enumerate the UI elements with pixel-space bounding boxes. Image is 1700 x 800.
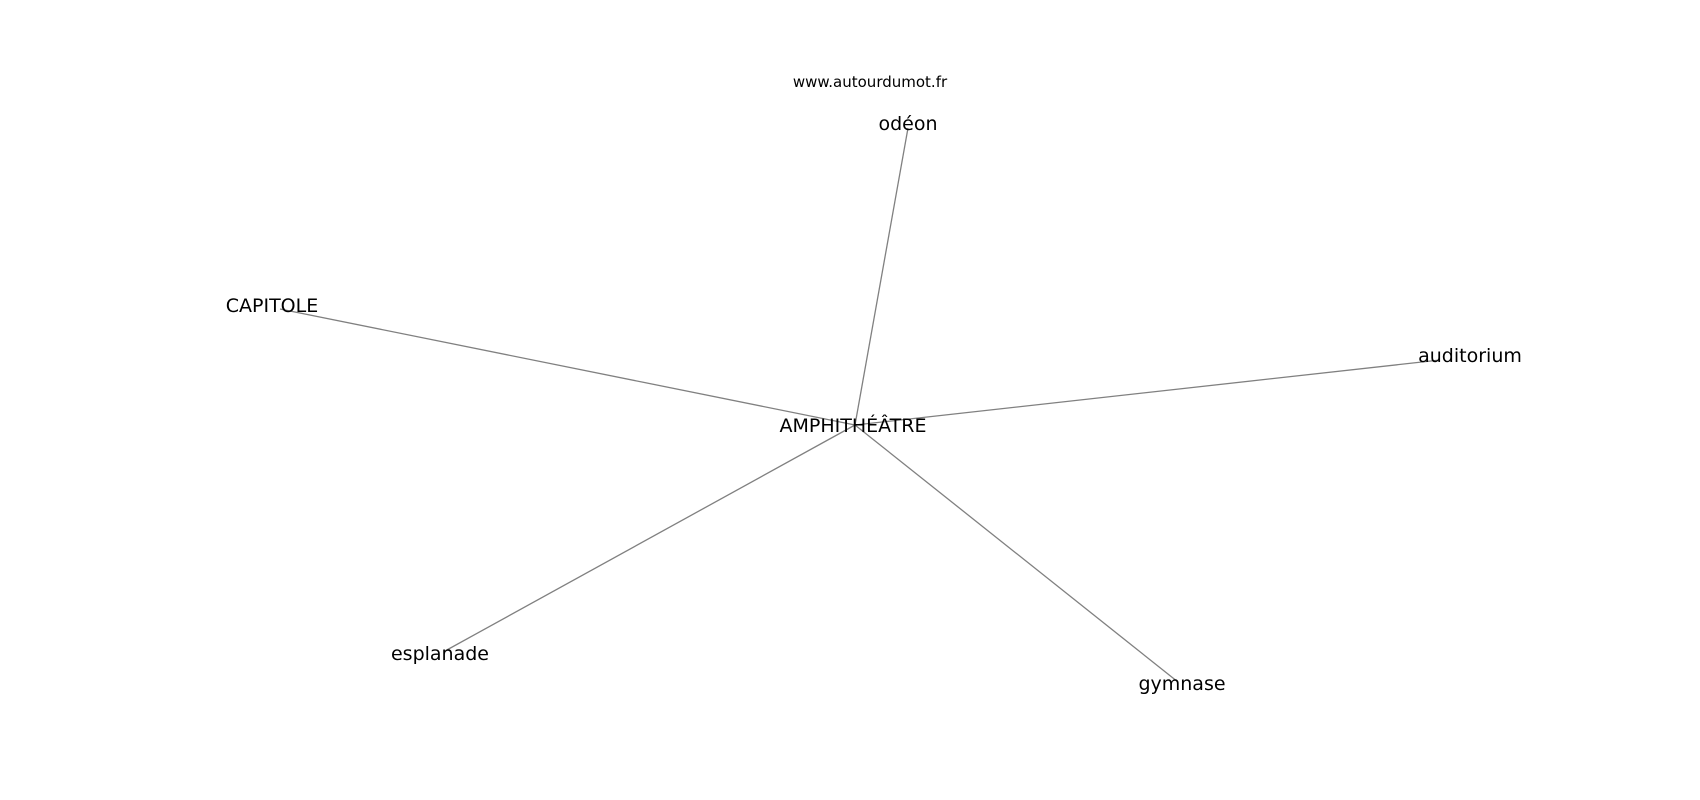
edge-center-gymnase [854, 424, 1179, 683]
node-label-gymnase: gymnase [1138, 673, 1225, 695]
edge-center-capitole [279, 308, 856, 426]
edge-center-esplanade [444, 424, 856, 652]
node-label-center: AMPHITHÉÂTRE [780, 414, 927, 437]
node-label-esplanade: esplanade [391, 643, 489, 665]
edge-center-auditorium [854, 359, 1441, 426]
edge-center-odeon [854, 127, 909, 426]
node-label-capitole: CAPITOLE [226, 295, 318, 317]
node-label-odeon: odéon [878, 113, 937, 135]
edges [279, 127, 1441, 683]
watermark-url: www.autourdumot.fr [793, 73, 948, 91]
node-label-auditorium: auditorium [1418, 345, 1522, 367]
